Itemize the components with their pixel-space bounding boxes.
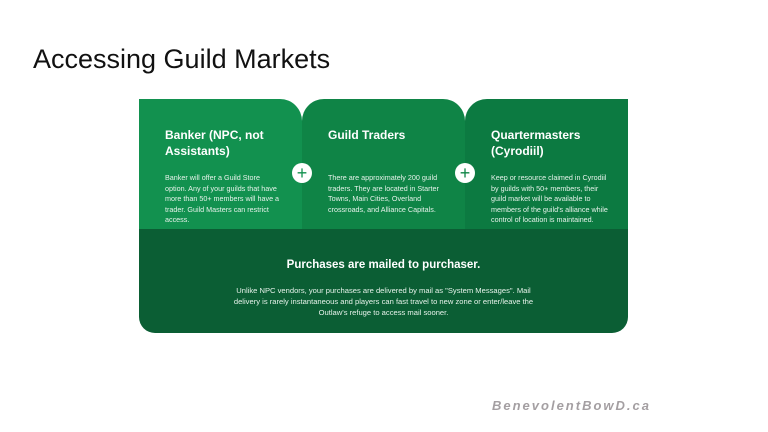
card-body: Banker will offer a Guild Store option. … [165, 173, 280, 224]
watermark: BenevolentBowD.ca [492, 398, 651, 413]
panel-body: Unlike NPC vendors, your purchases are d… [233, 286, 534, 317]
card-quartermasters: Quartermasters (Cyrodiil) Keep or resour… [465, 99, 628, 249]
card-guild-traders: Guild Traders There are approximately 20… [302, 99, 465, 249]
plus-icon: + [292, 163, 312, 183]
card-heading: Banker (NPC, not Assistants) [165, 128, 264, 158]
card-heading: Guild Traders [328, 128, 406, 142]
card-banker: Banker (NPC, not Assistants) Banker will… [139, 99, 302, 249]
panel-heading: Purchases are mailed to purchaser. [286, 259, 481, 271]
card-body: There are approximately 200 guild trader… [328, 173, 439, 214]
card-heading: Quartermasters (Cyrodiil) [491, 128, 581, 158]
mail-info-panel: Purchases are mailed to purchaser. Unlik… [139, 229, 628, 333]
slide-title: Accessing Guild Markets [33, 44, 331, 74]
card-body: Keep or resource claimed in Cyrodiil by … [491, 173, 608, 224]
plus-icon: + [455, 163, 475, 183]
